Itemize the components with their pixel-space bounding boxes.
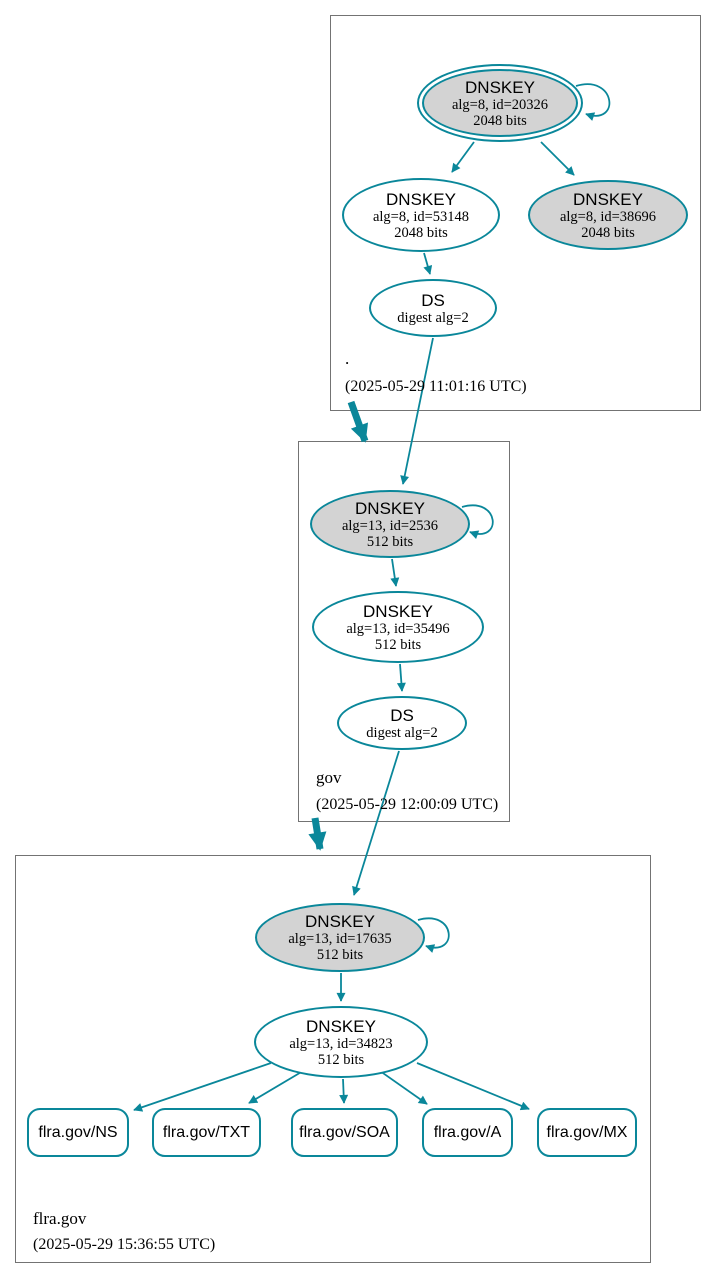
- edge-flra-ksk-selfloop: [417, 917, 450, 953]
- node-title: DNSKEY: [363, 601, 433, 621]
- edge-flra-zsk-to-mx: [416, 1062, 530, 1111]
- node-title: DNSKEY: [305, 912, 375, 931]
- zone-box-root: [330, 15, 701, 411]
- rrset-flra-gov-a: flra.gov/A: [422, 1108, 513, 1157]
- node-title: DNSKEY: [355, 498, 425, 518]
- edge-flra-zsk-to-txt: [248, 1070, 304, 1104]
- node-alg: alg=8, id=38696: [559, 208, 657, 225]
- rrset-flra-gov-soa: flra.gov/SOA: [291, 1108, 398, 1157]
- zone-box-gov: [298, 441, 510, 822]
- node-dnskey-20326: DNSKEY alg=8, id=20326 2048 bits: [417, 64, 583, 142]
- rrset-label: flra.gov/SOA: [299, 1123, 390, 1141]
- edge-gov-ds-to-flra-ksk: [352, 750, 400, 896]
- rrset-label: flra.gov/MX: [546, 1123, 628, 1141]
- rrset-label: flra.gov/NS: [38, 1123, 118, 1141]
- edge-root-ds-to-gov-ksk: [400, 337, 434, 485]
- rrset-flra-gov-ns: flra.gov/NS: [27, 1108, 129, 1157]
- node-bits: 2048 bits: [394, 224, 448, 241]
- node-dnskey-38696: DNSKEY alg=8, id=38696 2048 bits: [528, 180, 688, 250]
- node-alg: alg=13, id=35496: [346, 620, 450, 637]
- node-dnskey-2536: DNSKEY alg=13, id=2536 512 bits: [310, 490, 470, 558]
- node-dnskey-35496: DNSKEY alg=13, id=35496 512 bits: [312, 591, 484, 663]
- rrset-flra-gov-mx: flra.gov/MX: [537, 1108, 637, 1157]
- node-alg: alg=13, id=2536: [341, 517, 439, 534]
- edge-root-ksk-to-key2: [540, 141, 575, 176]
- node-dnskey-34823: DNSKEY alg=13, id=34823 512 bits: [254, 1006, 428, 1078]
- node-alg: alg=13, id=34823: [289, 1035, 393, 1052]
- node-bits: 2048 bits: [581, 224, 635, 241]
- edge-delegation-gov-to-flra: [308, 817, 327, 851]
- node-title: DNSKEY: [386, 189, 456, 209]
- zone-name-gov: gov: [316, 768, 342, 787]
- zone-timestamp-gov: (2025-05-29 12:00:09 UTC): [316, 796, 499, 813]
- node-dnskey-17635: DNSKEY alg=13, id=17635 512 bits: [255, 903, 425, 972]
- edge-flra-zsk-to-a: [379, 1070, 428, 1105]
- node-alg: alg=13, id=17635: [288, 931, 392, 947]
- edge-gov-ksk-selfloop: [461, 504, 494, 539]
- node-digest: digest alg=2: [366, 724, 438, 741]
- edge-root-ksk-selfloop: [575, 83, 611, 121]
- zone-timestamp-root: (2025-05-29 11:01:16 UTC): [345, 378, 527, 395]
- node-bits: 512 bits: [366, 533, 414, 550]
- node-alg: alg=8, id=53148: [372, 208, 470, 225]
- rrset-flra-gov-txt: flra.gov/TXT: [152, 1108, 261, 1157]
- zone-name-flra-gov: flra.gov: [33, 1209, 87, 1228]
- edge-flra-zsk-to-ns: [133, 1062, 272, 1112]
- node-title: DNSKEY: [306, 1016, 376, 1036]
- zone-timestamp-flra-gov: (2025-05-29 15:36:55 UTC): [33, 1236, 216, 1253]
- node-bits: 512 bits: [316, 947, 364, 963]
- zone-box-flra-gov: [15, 855, 651, 1263]
- edge-gov-ksk-to-zsk: [390, 558, 400, 587]
- edge-root-zsk-to-ds: [423, 252, 433, 275]
- node-alg: alg=8, id=20326: [451, 96, 549, 113]
- rrset-label: flra.gov/TXT: [162, 1123, 251, 1141]
- edge-flra-zsk-to-soa: [339, 1078, 349, 1104]
- node-dnskey-53148: DNSKEY alg=8, id=53148 2048 bits: [342, 178, 500, 252]
- node-bits: 512 bits: [374, 636, 422, 653]
- node-title: DS: [421, 290, 445, 310]
- node-bits: 512 bits: [317, 1051, 365, 1068]
- node-digest: digest alg=2: [397, 309, 469, 326]
- node-ds-gov: DS digest alg=2: [337, 696, 467, 750]
- node-title: DNSKEY: [465, 77, 535, 97]
- edge-root-ksk-to-zsk: [451, 141, 475, 173]
- rrset-label: flra.gov/A: [433, 1123, 502, 1141]
- node-title: DNSKEY: [573, 189, 643, 209]
- node-title: DS: [390, 705, 414, 725]
- edge-gov-zsk-to-ds: [396, 663, 406, 692]
- edge-delegation-root-to-gov: [347, 400, 369, 443]
- zone-name-root: .: [345, 349, 350, 368]
- node-ds-root: DS digest alg=2: [369, 279, 497, 337]
- node-bits: 2048 bits: [473, 112, 527, 129]
